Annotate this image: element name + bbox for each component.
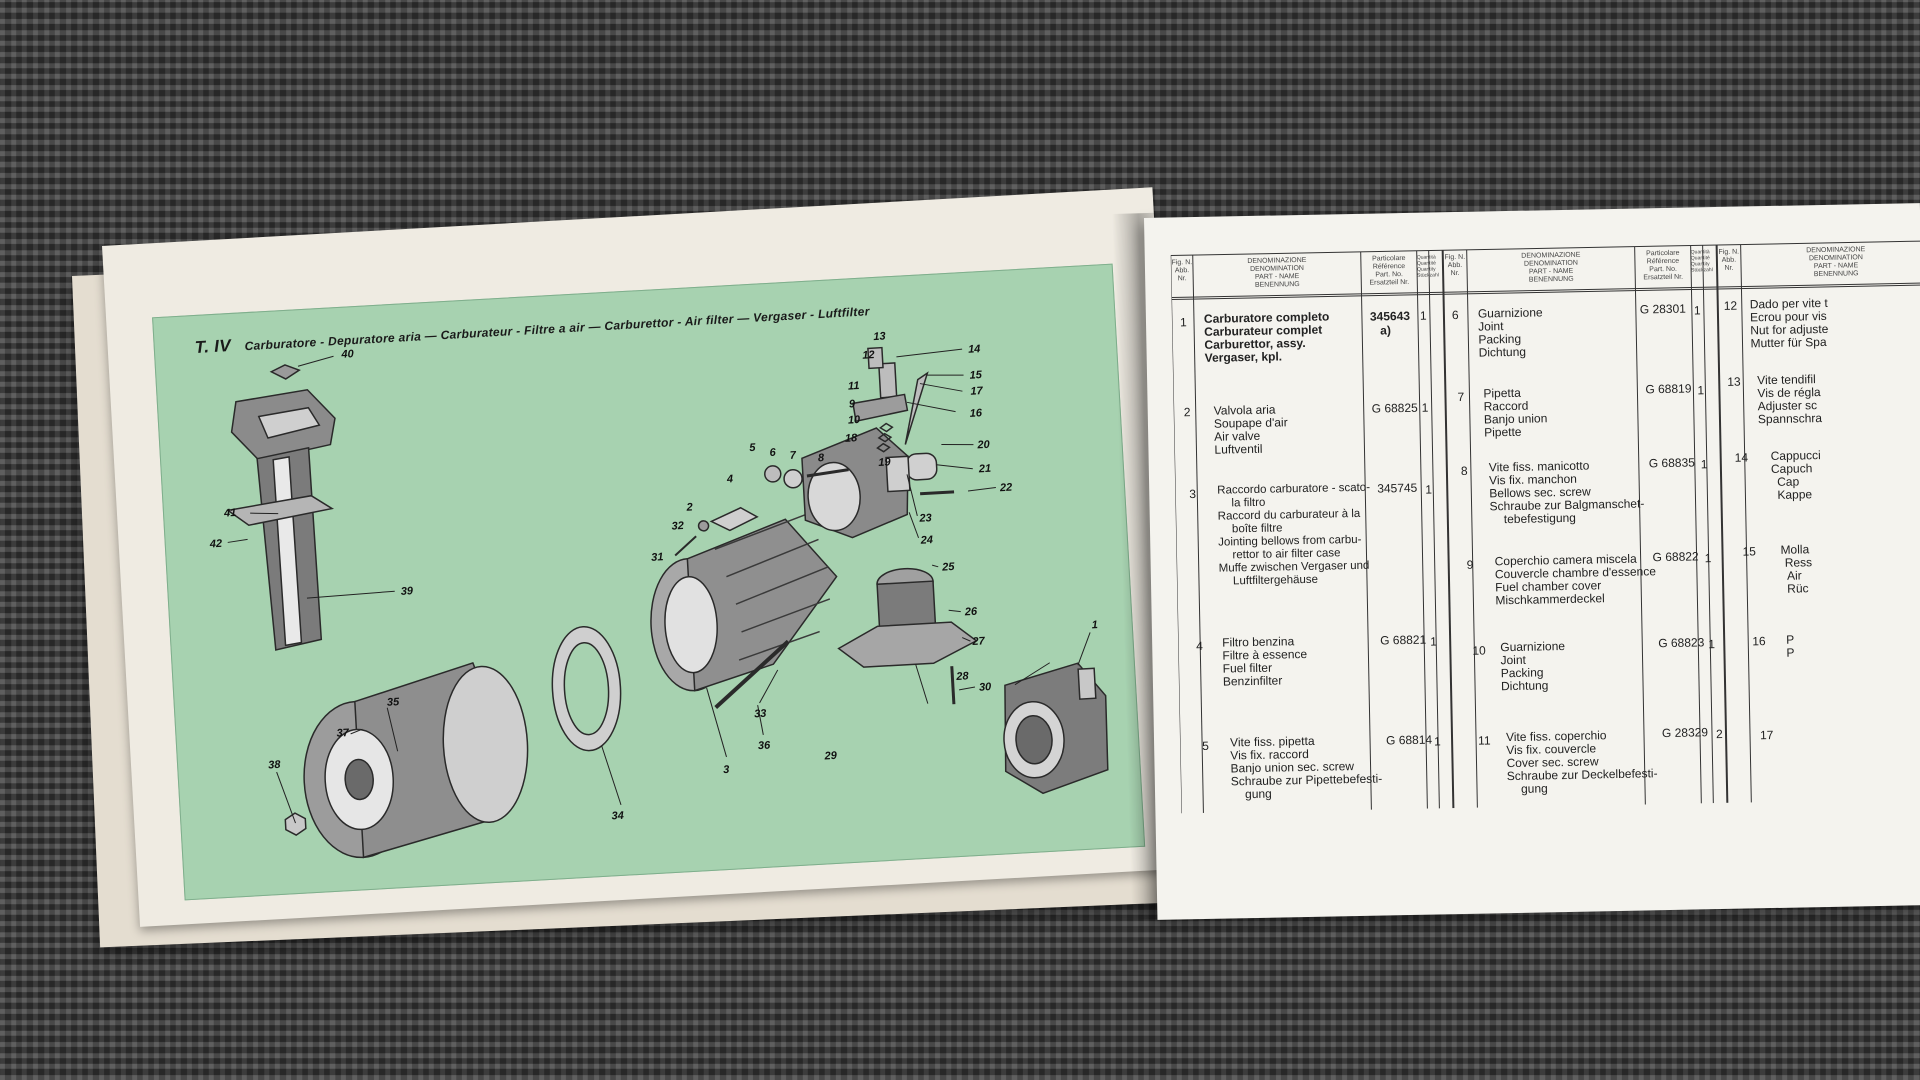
callout-27: 27 — [971, 635, 986, 648]
callout-22: 22 — [999, 482, 1013, 495]
callout-12: 12 — [862, 349, 875, 362]
callout-4: 4 — [726, 473, 734, 485]
callout-39: 39 — [400, 585, 414, 598]
part-number: G 68822 — [1652, 549, 1699, 565]
exploded-diagram-plate: 40 41 42 39 35 37 38 34 3 36 33 29 31 32… — [152, 263, 1146, 901]
part-quantity: 1 — [1708, 637, 1716, 652]
header-fig-right: Fig. N.Abb. Nr. — [1718, 248, 1740, 272]
callout-28: 28 — [955, 670, 970, 683]
callout-18: 18 — [845, 432, 859, 445]
callout-3: 3 — [723, 764, 730, 776]
plate-tag: T. IV — [194, 335, 232, 357]
header-fig-mid: Fig. N.Abb. Nr. — [1444, 253, 1466, 278]
part-number: G 68823 — [1658, 635, 1705, 651]
callout-16: 16 — [969, 407, 983, 420]
callout-20: 20 — [976, 439, 991, 452]
part-number: G 68819 — [1645, 381, 1692, 397]
header-fig-left: Fig. N.Abb. Nr. — [1171, 259, 1193, 283]
callout-35: 35 — [387, 696, 401, 709]
part-quantity: 1 — [1433, 734, 1441, 749]
callout-41: 41 — [223, 507, 237, 520]
callout-40: 40 — [340, 348, 355, 361]
callout-7: 7 — [789, 450, 797, 462]
part-number: G 68825 — [1371, 400, 1418, 416]
part-number: G 28329 — [1661, 725, 1709, 741]
left-page: 40 41 42 39 35 37 38 34 3 36 33 29 31 32… — [102, 187, 1191, 927]
callout-10: 10 — [848, 414, 862, 427]
part-quantity: 1 — [1419, 308, 1427, 323]
callout-42: 42 — [208, 538, 222, 551]
callout-11: 11 — [848, 380, 860, 393]
callout-32: 32 — [671, 520, 684, 533]
part-number: 345745 — [1377, 480, 1418, 496]
part-quantity: 2 — [1715, 726, 1723, 742]
callout-8: 8 — [818, 452, 826, 464]
callout-36: 36 — [758, 739, 772, 752]
callout-1: 1 — [1091, 619, 1098, 631]
part-quantity: 1 — [1704, 551, 1712, 566]
part-number: G 28301 — [1639, 301, 1687, 317]
part-number: G 68821 — [1380, 632, 1427, 648]
callout-33: 33 — [754, 708, 767, 721]
callout-24: 24 — [919, 534, 933, 547]
callout-2: 2 — [685, 501, 693, 513]
callout-17: 17 — [970, 385, 984, 398]
callout-37: 37 — [336, 727, 350, 740]
callout-38: 38 — [268, 759, 282, 772]
callout-30: 30 — [979, 681, 993, 694]
part-name: Raccordo carburatore - scato-la filtro R… — [1217, 481, 1371, 588]
callout-5: 5 — [749, 442, 757, 454]
callout-14: 14 — [968, 343, 981, 356]
callout-19: 19 — [878, 456, 892, 469]
part-quantity: 1 — [1421, 400, 1429, 415]
callout-25: 25 — [941, 561, 956, 574]
part-quantity: 1 — [1700, 457, 1708, 472]
part-number: G 68814 — [1385, 732, 1433, 748]
part-quantity: 1 — [1697, 383, 1705, 398]
parts-table-rules — [1170, 240, 1920, 814]
callout-34: 34 — [611, 810, 624, 823]
part-number: G 68835 — [1648, 455, 1695, 471]
part-quantity: 1 — [1425, 482, 1433, 497]
callout-15: 15 — [969, 369, 983, 382]
part-note: a) — [1380, 323, 1392, 338]
callout-26: 26 — [963, 606, 978, 619]
callout-13: 13 — [873, 330, 886, 343]
exploded-diagram: 40 41 42 39 35 37 38 34 3 36 33 29 31 32… — [208, 330, 1109, 859]
callout-23: 23 — [918, 512, 932, 525]
callout-31: 31 — [651, 551, 664, 564]
callout-9: 9 — [849, 398, 857, 410]
part-number: 345643 — [1369, 308, 1411, 324]
callout-29: 29 — [823, 750, 838, 763]
part-quantity: 1 — [1693, 303, 1701, 318]
callout-6: 6 — [769, 447, 777, 459]
part-quantity: 1 — [1430, 634, 1438, 649]
callout-21: 21 — [978, 463, 992, 476]
